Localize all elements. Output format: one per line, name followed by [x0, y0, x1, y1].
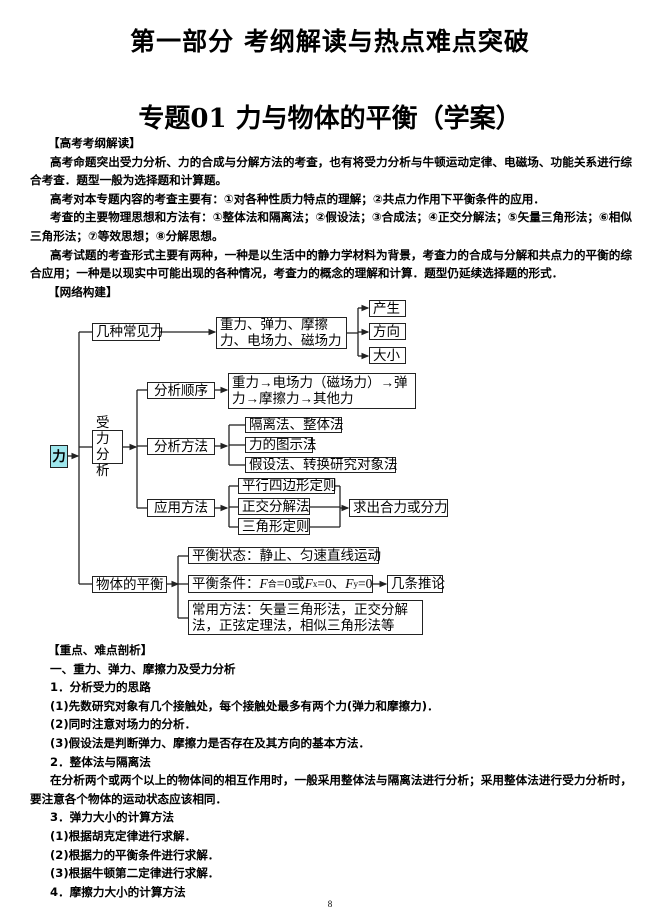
formula-text: =0 [358, 576, 373, 591]
formula-symbol: F [345, 576, 354, 591]
node-method-diagram: 力的图示法 [245, 437, 317, 453]
node-triangle-rule: 三角形定则 [238, 518, 310, 535]
analysis-line: (3)根据牛顿第二定律进行求解． [50, 866, 220, 881]
node-aspect-origin: 产生 [369, 300, 406, 317]
node-equilibrium-state: 平衡状态：静止、匀速直线运动 [188, 547, 381, 564]
node-common-forces: 几种常见力 [92, 323, 164, 341]
root-node-force: 力 [50, 445, 68, 468]
node-force-analysis: 受力分析 [92, 415, 123, 478]
formula-subscript: 合 [267, 579, 277, 589]
analysis-line: (2)同时注意对场力的分析． [50, 717, 197, 732]
analysis-line: 在分析两个或两个以上的物体间的相互作用时，一般采用整体法与隔离法进行分析；采用整… [30, 773, 632, 806]
node-method-hypothesis: 假设法、转换研究对象法 [245, 457, 398, 473]
analysis-line: (2)根据力的平衡条件进行求解． [50, 847, 220, 862]
analysis-heading: 【重点、难点剖析】 [48, 643, 153, 657]
analysis-line: 一、重力、弹力、摩擦力及受力分析 [50, 661, 236, 676]
node-parallelogram-rule: 平行四边形定则 [238, 478, 337, 494]
formula-symbol: F [304, 576, 313, 591]
node-apply-method: 应用方法 [147, 499, 215, 517]
analysis-line: 3．弹力大小的计算方法 [50, 810, 175, 825]
node-analysis-method: 分析方法 [147, 438, 215, 455]
paragraph: 高考命题突出受力分析、力的合成与分解方法的考查，也有将受力分析与牛顿运动定律、电… [30, 154, 632, 188]
part-title: 第一部分 考纲解读与热点难点突破 [130, 27, 530, 56]
network-heading: 【网络构建】 [48, 284, 118, 299]
node-method-isolation: 隔离法、整体法 [245, 417, 344, 433]
syllabus-heading: 【高考考纲解读】 [48, 136, 141, 150]
page-number: 8 [327, 899, 333, 909]
analysis-line: 4．摩擦力大小的计算方法 [50, 884, 186, 899]
syllabus-section: 【高考考纲解读】 高考命题突出受力分析、力的合成与分解方法的考查，也有将受力分析… [30, 134, 632, 301]
node-equilibrium-methods: 常用方法：矢量三角形法，正交分解法，正弦定理法，相似三角形法等 [188, 600, 423, 635]
analysis-line: 2．整体法与隔离法 [50, 754, 151, 769]
condition-prefix: 平衡条件： [192, 576, 260, 591]
node-equilibrium: 物体的平衡 [92, 576, 167, 593]
formula-symbol: F [259, 576, 268, 591]
topic-title: 专题01 力与物体的平衡（学案） [138, 104, 522, 134]
formula-text: =0或 [276, 576, 305, 591]
node-orthogonal-decomposition: 正交分解法 [238, 498, 310, 515]
formula-subscript: y [353, 579, 359, 589]
analysis-line: 1．分析受力的思路 [50, 680, 151, 695]
node-order-sequence: 重力→电场力（磁场力）→弹力→摩擦力→其他力 [228, 373, 416, 409]
node-aspect-direction: 方向 [369, 323, 406, 340]
node-analysis-order: 分析顺序 [147, 382, 215, 399]
paragraph: 考查的主要物理思想和方法有：①整体法和隔离法；②假设法；③合成法；④正交分解法；… [30, 210, 632, 243]
analysis-section: 【重点、难点剖析】 一、重力、弹力、摩擦力及受力分析 1．分析受力的思路 (1)… [30, 641, 632, 901]
formula-text: =0、 [317, 576, 346, 591]
analysis-line: (1)根据胡克定律进行求解． [50, 828, 197, 843]
node-force-types: 重力、弹力、摩擦力、电场力、磁场力 [216, 317, 347, 349]
node-aspect-magnitude: 大小 [369, 347, 406, 364]
analysis-line: (3)假设法是判断弹力、摩擦力是否存在及其方向的基本方法． [50, 735, 371, 750]
node-corollaries: 几条推论 [387, 575, 445, 593]
analysis-line: (1)先数研究对象有几个接触处，每个接触处最多有两个力(弹力和摩擦力)． [50, 698, 439, 713]
formula-subscript: x [312, 579, 318, 589]
node-apply-result: 求出合力或分力 [349, 499, 448, 517]
paragraph: 高考试题的考查形式主要有两种，一种是以生活中的静力学材料为背景，考查力的合成与分… [30, 247, 632, 281]
paragraph: 高考对本专题内容的考查主要有：①对各种性质力特点的理解；②共点力作用下平衡条件的… [50, 191, 545, 206]
